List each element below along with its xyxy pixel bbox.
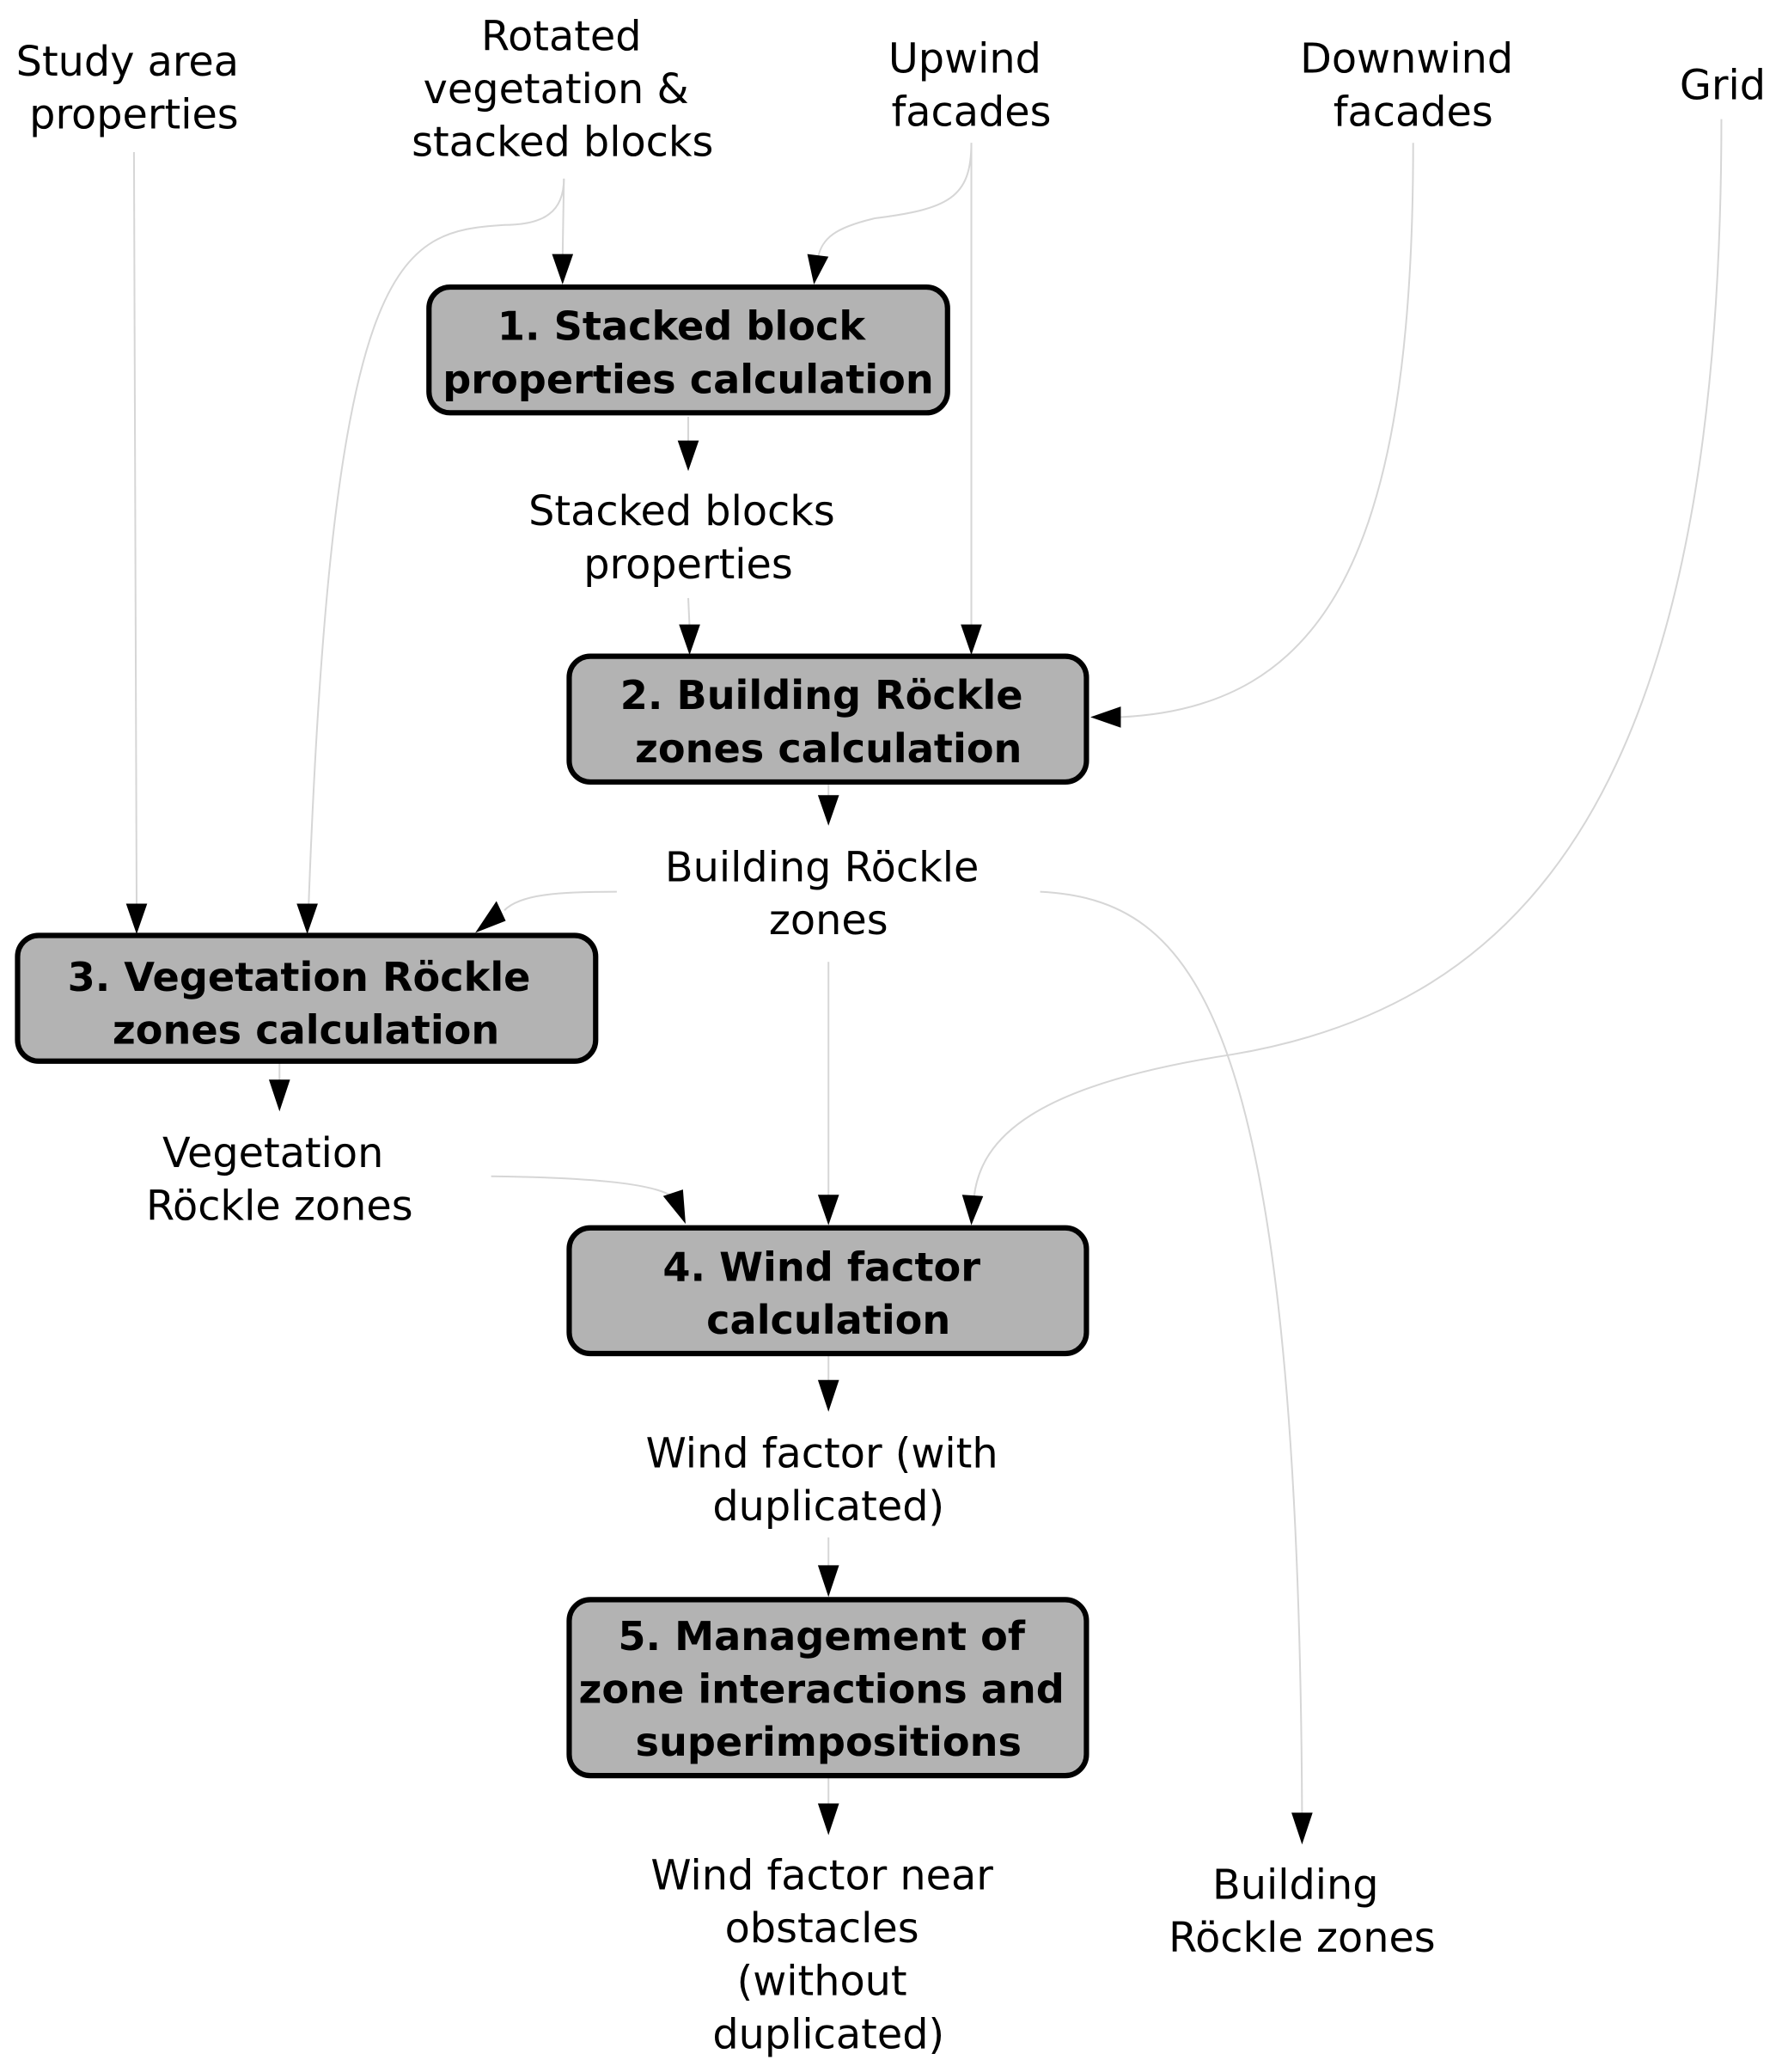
process-2-building-rockle-zones: 2. Building Röckle zones calculation [566, 653, 1089, 785]
edge-rotated-to-p1 [561, 178, 565, 259]
arrowhead-icon [552, 254, 574, 285]
arrowhead-icon [817, 1803, 839, 1836]
process-label: 5. Management of zone interactions and s… [578, 1613, 1077, 1765]
arrowhead-icon [679, 624, 700, 656]
intermediate-stacked-blocks-properties: Stacked blocks properties [528, 488, 848, 589]
arrowhead-icon [125, 903, 148, 934]
arrowhead-icon [1291, 1812, 1313, 1845]
arrowhead-icon [677, 440, 699, 472]
arrowhead-icon [961, 1195, 984, 1225]
arrowhead-icon [817, 1565, 839, 1598]
input-study-area-properties: Study area properties [16, 39, 253, 139]
process-1-stacked-block-properties: 1. Stacked block properties calculation [426, 284, 950, 416]
arrowhead-icon [817, 1195, 839, 1225]
arrowhead-icon [296, 903, 318, 934]
input-upwind-facades: Upwind facades [888, 36, 1054, 137]
edge-rotated-to-p3 [308, 178, 565, 907]
arrowhead-icon [662, 1189, 686, 1225]
output-building-rockle-zones: Building Röckle zones [1169, 1861, 1436, 1962]
input-downwind-facades: Downwind facades [1300, 36, 1526, 137]
arrowhead-icon [268, 1079, 290, 1112]
arrowhead-icon [817, 1379, 839, 1412]
process-box [15, 932, 599, 1064]
process-box [566, 653, 1089, 785]
input-grid: Grid [1680, 62, 1766, 109]
intermediate-building-rockle-zones: Building Röckle zones [665, 844, 992, 944]
edge-upwind-to-p1 [816, 143, 973, 259]
process-label: 4. Wind factor calculation [662, 1244, 994, 1343]
edge-vegzones-to-p4 [491, 1175, 674, 1199]
process-4-wind-factor-calculation: 4. Wind factor calculation [566, 1225, 1089, 1357]
process-label: 1. Stacked block properties calculation [442, 303, 934, 403]
process-box [566, 1597, 1089, 1779]
intermediate-vegetation-rockle-zones: Vegetation Röckle zones [146, 1130, 413, 1231]
arrowhead-icon [1090, 706, 1121, 728]
edge-downwind-to-p2 [1119, 143, 1414, 718]
edge-grid-to-p4 [973, 119, 1723, 1198]
arrowhead-icon [475, 901, 506, 933]
process-3-vegetation-rockle-zones: 3. Vegetation Röckle zones calculation [15, 932, 599, 1064]
arrowhead-icon [807, 254, 829, 285]
edges [132, 119, 1723, 1813]
edge-bldgzones-to-output [1040, 890, 1303, 1813]
edge-bldgzones-to-p3 [504, 890, 617, 911]
process-5-management-zone-interactions: 5. Management of zone interactions and s… [566, 1597, 1089, 1779]
arrowheads [125, 254, 1313, 1845]
edge-stacked-to-p2 [687, 597, 691, 627]
intermediate-wind-factor-with-duplicated: Wind factor (with duplicated) [646, 1430, 1011, 1531]
input-rotated-vegetation-stacked-blocks: Rotated vegetation & stacked blocks [412, 14, 713, 167]
process-box [426, 284, 950, 416]
edge-study-to-p3 [132, 152, 138, 907]
output-wind-factor-near-obstacles: Wind factor near obstacles (without dupl… [650, 1853, 1006, 2059]
process-box [566, 1225, 1089, 1357]
arrowhead-icon [817, 795, 839, 826]
process-label: 2. Building Röckle zones calculation [620, 672, 1037, 772]
process-label: 3. Vegetation Röckle zones calculation [68, 954, 545, 1054]
arrowhead-icon [961, 624, 982, 656]
